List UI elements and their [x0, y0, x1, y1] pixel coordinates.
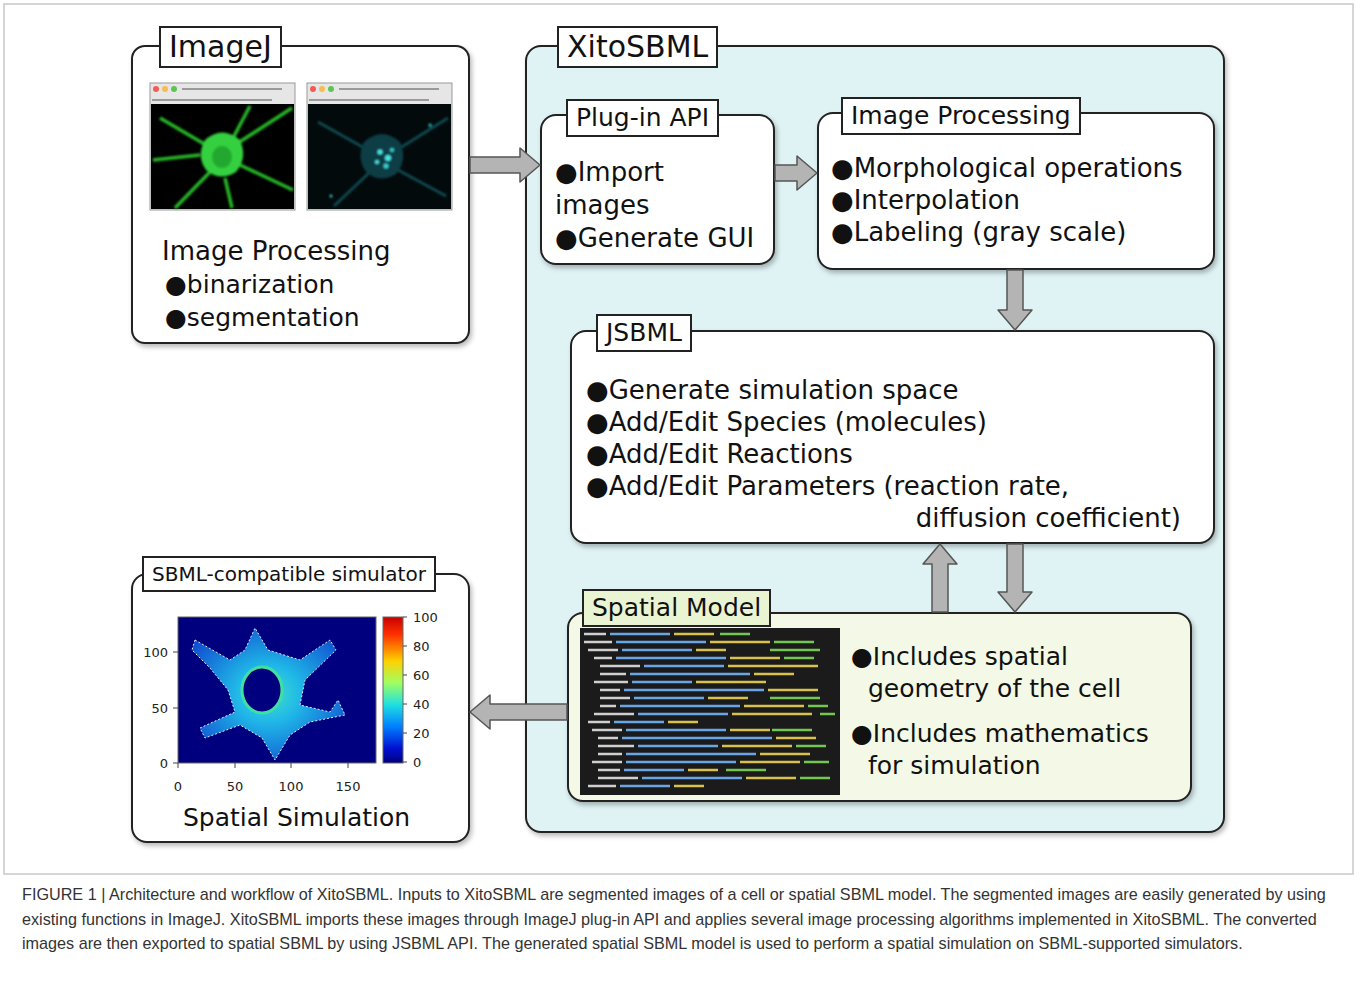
figure-frame — [4, 4, 1353, 874]
section-heading: Image Processing — [162, 235, 460, 268]
axis-tick-label: 60 — [413, 668, 430, 683]
axis-tick-label: 0 — [174, 779, 182, 794]
section-heading: Spatial Simulation — [133, 803, 460, 833]
bullet-item: ●Add/Edit Parameters (reaction rate, dif… — [586, 470, 1181, 534]
nuclear-dot — [384, 164, 389, 169]
code-background — [580, 628, 840, 795]
bullet-item: ●Add/Edit Species (molecules) — [586, 406, 1205, 438]
box-title-tab: XitoSBML — [557, 26, 718, 68]
image-area — [151, 104, 294, 209]
nucleus-hole — [242, 667, 282, 713]
bullet-item: ●Labeling (gray scale) — [831, 216, 1205, 248]
bullet-item: ●Generate simulation space — [586, 374, 1205, 406]
nuclear-dot — [378, 150, 383, 155]
bullet-item: ●segmentation — [165, 301, 460, 334]
figure-caption: FIGURE 1 | Architecture and workflow of … — [22, 882, 1340, 956]
window-dot — [328, 86, 334, 92]
window-title-bar — [309, 89, 439, 100]
soma — [360, 134, 403, 179]
nuclear-dot — [390, 148, 394, 152]
image-area — [308, 104, 451, 209]
axis-tick-label: 80 — [413, 639, 430, 654]
axis-tick-label: 40 — [413, 697, 430, 712]
nuclear-dot — [385, 155, 391, 161]
window-dot — [153, 86, 159, 92]
flow-arrow — [998, 270, 1032, 330]
bullet-item: ●Includes spatial geometry of the cell — [851, 641, 1186, 705]
soma — [201, 133, 243, 177]
axis-tick-label: 150 — [336, 779, 361, 794]
flow-arrow — [470, 695, 567, 729]
axis-tick-label: 100 — [279, 779, 304, 794]
neuron-green — [153, 106, 293, 208]
plot-frame — [178, 617, 376, 763]
flow-arrow — [923, 544, 957, 612]
image-processing-box: Image Processing●Morphological operation… — [817, 112, 1215, 270]
axis-ticks — [173, 652, 348, 768]
axis-tick-label: 0 — [413, 755, 421, 770]
window-frame — [307, 83, 452, 210]
nucleus — [212, 146, 232, 168]
bullet-item: ●Generate GUI — [555, 222, 765, 255]
colorbar — [383, 617, 403, 763]
axis-tick-label: 100 — [413, 610, 438, 625]
axis-tick-label: 0 — [160, 756, 168, 771]
axis-tick-label: 50 — [227, 779, 244, 794]
neuron-cyan — [318, 118, 448, 206]
box-title-tab: Image Processing — [841, 97, 1081, 135]
plugin-api-box: Plug-in API●Import images●Generate GUI — [540, 114, 775, 265]
nuclear-dot — [375, 160, 379, 164]
bullet-item: ●Add/Edit Reactions — [586, 438, 1205, 470]
plot-area — [178, 617, 376, 763]
dendrites — [153, 106, 293, 208]
imagej-window-cyan — [307, 83, 452, 210]
window-title-bar — [152, 89, 282, 100]
code-lines — [720, 634, 835, 778]
window-frame — [150, 83, 295, 210]
box-title-tab: Spatial Model — [582, 589, 771, 627]
flow-arrow — [470, 148, 540, 182]
speck — [330, 195, 333, 198]
sbml-code-image — [580, 628, 840, 795]
flow-arrow — [775, 156, 817, 190]
bullet-item: ●binarization — [165, 268, 460, 301]
flow-arrow — [998, 544, 1032, 612]
bullet-item: ●Morphological operations — [831, 152, 1205, 184]
axis-tick-label: 100 — [143, 645, 168, 660]
imagej-window-green — [150, 83, 295, 210]
box-title-tab: JSBML — [596, 314, 692, 352]
jsbml-box: JSBML●Generate simulation space●Add/Edit… — [570, 330, 1215, 544]
box-title-tab: Plug-in API — [566, 99, 719, 137]
bullet-item: ●Includes mathematics for simulation — [851, 718, 1186, 782]
window-dot — [171, 86, 177, 92]
box-title-tab: SBML-compatible simulator — [142, 556, 436, 592]
window-dot — [162, 86, 168, 92]
window-dot — [319, 86, 325, 92]
window-dot — [310, 86, 316, 92]
axis-tick-label: 50 — [151, 701, 168, 716]
cell-shape — [192, 628, 345, 760]
dendrites — [318, 118, 448, 206]
axis-tick-label: 20 — [413, 726, 430, 741]
box-title-tab: ImageJ — [159, 26, 282, 68]
speck — [429, 124, 432, 127]
simulation-plot — [173, 617, 407, 768]
bullet-item: ●Interpolation — [831, 184, 1205, 216]
bullet-item: ●Import images — [555, 156, 765, 222]
colorbar-ticks — [403, 617, 407, 762]
